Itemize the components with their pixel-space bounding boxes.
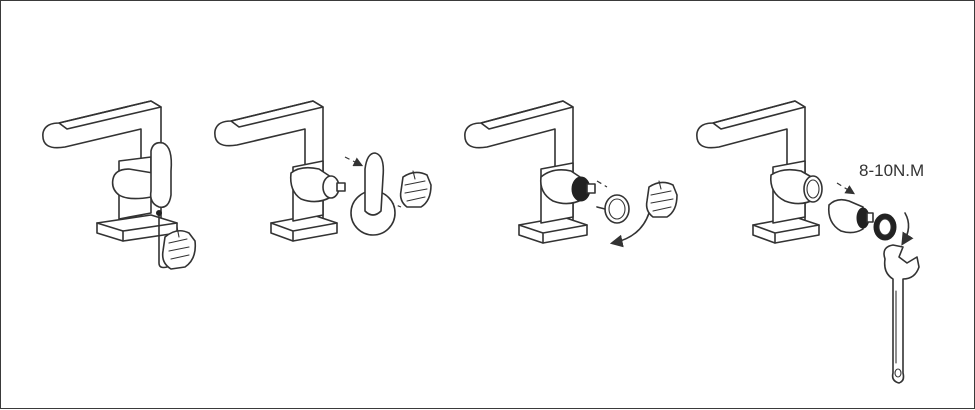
faucet-icon	[42, 100, 178, 242]
faucet-icon	[696, 100, 823, 244]
step-3	[464, 100, 678, 248]
step-2	[214, 100, 432, 242]
torque-label: 8-10N.M	[859, 161, 924, 180]
hand-icon	[645, 180, 678, 218]
nut-icon	[873, 213, 897, 241]
wrench-icon	[883, 244, 920, 384]
cap-icon	[596, 194, 630, 224]
step-4: 8-10N.M	[696, 100, 924, 384]
hand-icon	[399, 170, 432, 208]
cartridge-icon	[827, 198, 874, 234]
faucet-icon	[464, 100, 596, 244]
handle-icon	[350, 152, 396, 236]
faucet-icon	[214, 100, 346, 242]
hand-icon	[161, 226, 197, 270]
step-1	[42, 100, 197, 270]
hex-key-icon	[156, 210, 168, 269]
